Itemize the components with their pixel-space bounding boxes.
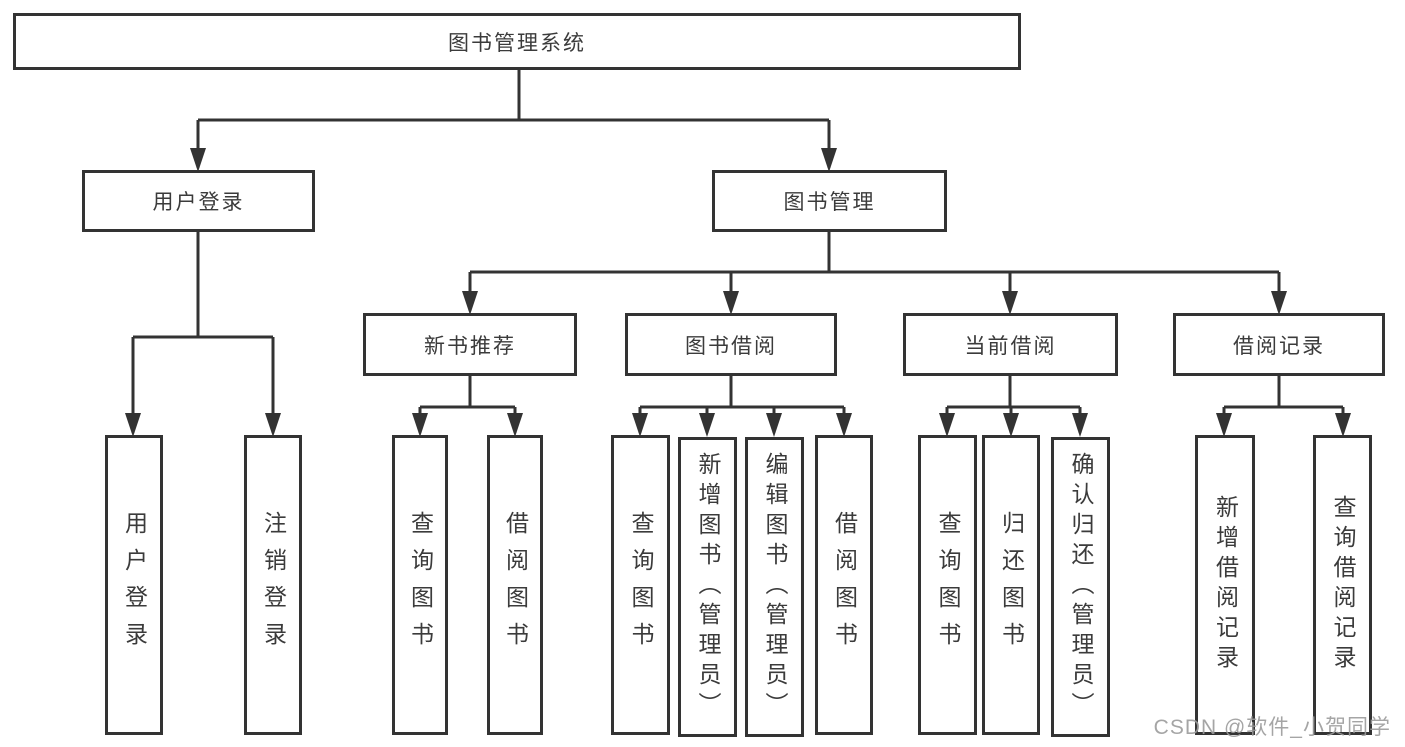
arrow-icon xyxy=(190,148,206,172)
node-label: 注销登录 xyxy=(260,511,287,659)
arrow-icon xyxy=(766,413,782,437)
node-borrowing-records: 借阅记录 xyxy=(1173,313,1385,376)
node-book-management: 图书管理 xyxy=(712,170,947,232)
node-label: 新增借阅记录 xyxy=(1212,495,1239,675)
node-label: 图书管理 xyxy=(783,191,876,214)
arrow-icon xyxy=(1216,413,1232,437)
arrow-icon xyxy=(1335,413,1351,437)
arrow-icon xyxy=(699,413,715,437)
node-label: 归还图书 xyxy=(998,511,1025,659)
arrow-icon xyxy=(939,413,955,437)
leaf-confirm-return-admin: 确认归还（管理员） xyxy=(1051,437,1110,737)
connector-book-mgmt xyxy=(468,232,1281,311)
leaf-query-books-3: 查询图书 xyxy=(918,435,977,735)
node-book-borrowing: 图书借阅 xyxy=(625,313,837,376)
connector-borrowing xyxy=(638,376,846,433)
leaf-return-books: 归还图书 xyxy=(982,435,1040,735)
arrow-icon xyxy=(632,413,648,437)
node-label: 查询借阅记录 xyxy=(1330,495,1356,675)
node-label: 新书推荐 xyxy=(424,334,516,358)
arrow-icon xyxy=(836,413,852,437)
connector-user-login xyxy=(131,232,275,433)
node-label: 用户登录 xyxy=(121,511,148,659)
arrow-icon xyxy=(1002,291,1018,315)
leaf-query-books-1: 查询图书 xyxy=(392,435,448,735)
leaf-user-login: 用户登录 xyxy=(105,435,163,735)
arrowheads xyxy=(125,148,1351,437)
node-label: 编辑图书（管理员） xyxy=(762,452,788,722)
arrow-icon xyxy=(462,291,478,315)
node-label: 借阅图书 xyxy=(502,511,529,659)
node-label: 查询图书 xyxy=(407,511,434,659)
csdn-watermark: CSDN @软件_小贺同学 xyxy=(1153,716,1391,739)
leaf-query-books-2: 查询图书 xyxy=(611,435,670,735)
leaf-logout: 注销登录 xyxy=(244,435,302,735)
connector-new-books xyxy=(418,376,517,433)
connector-records xyxy=(1222,376,1345,433)
leaf-borrow-books-2: 借阅图书 xyxy=(815,435,873,735)
node-label: 图书借阅 xyxy=(685,334,777,358)
node-user-login: 用户登录 xyxy=(82,170,315,232)
node-current-borrowing: 当前借阅 xyxy=(903,313,1118,376)
leaf-query-borrow-record: 查询借阅记录 xyxy=(1313,435,1372,735)
arrow-icon xyxy=(1072,413,1088,437)
node-new-book-recommend: 新书推荐 xyxy=(363,313,577,376)
arrow-icon xyxy=(723,291,739,315)
node-label: 确认归还（管理员） xyxy=(1068,452,1094,722)
leaf-edit-books-admin: 编辑图书（管理员） xyxy=(745,437,804,737)
leaf-add-books-admin: 新增图书（管理员） xyxy=(678,437,737,737)
node-label: 图书管理系统 xyxy=(448,31,586,55)
arrow-icon xyxy=(125,413,141,437)
leaf-add-borrow-record: 新增借阅记录 xyxy=(1195,435,1255,735)
node-label: 查询图书 xyxy=(628,511,654,659)
node-label: 查询图书 xyxy=(935,511,961,659)
arrow-icon xyxy=(1003,413,1019,437)
arrow-icon xyxy=(821,148,837,172)
node-label: 当前借阅 xyxy=(964,334,1057,358)
connector-root xyxy=(196,70,831,168)
arrow-icon xyxy=(412,413,428,437)
node-label: 新增图书（管理员） xyxy=(695,452,721,722)
arrow-icon xyxy=(265,413,281,437)
node-library-system: 图书管理系统 xyxy=(13,13,1021,70)
leaf-borrow-books-1: 借阅图书 xyxy=(487,435,543,735)
arrow-icon xyxy=(1271,291,1287,315)
arrow-icon xyxy=(507,413,523,437)
node-label: 借阅记录 xyxy=(1233,334,1325,358)
node-label: 借阅图书 xyxy=(831,511,858,659)
node-label: 用户登录 xyxy=(152,191,245,214)
